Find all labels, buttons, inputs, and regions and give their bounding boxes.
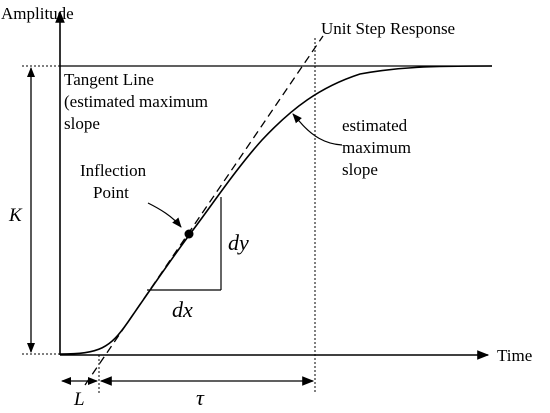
tangent-line-label-line-2: (estimated maximum — [64, 92, 208, 111]
estimated-slope-label: estimated maximum slope — [342, 116, 415, 179]
y-axis-label: Amplitude — [1, 4, 74, 23]
dy-label: dy — [228, 230, 249, 255]
dx-label: dx — [172, 297, 193, 322]
estimated-slope-leader — [292, 113, 343, 146]
tangent-line-label-line-1: Tangent Line — [64, 70, 154, 89]
delay-label: L — [73, 389, 85, 410]
inflection-point-label: Inflection Point — [80, 161, 150, 202]
tangent-line-label-line-3: slope — [64, 114, 100, 133]
estimated-slope-label-line-2: maximum — [342, 138, 411, 157]
tangent-line — [84, 35, 324, 386]
inflection-point-label-line-2: Point — [93, 183, 129, 202]
inflection-point-leader — [147, 202, 182, 228]
estimated-slope-label-line-3: slope — [342, 160, 378, 179]
x-axis-label: Time — [497, 346, 532, 365]
estimated-slope-label-line-1: estimated — [342, 116, 408, 135]
step-response-curve — [59, 65, 493, 355]
inflection-point-marker — [184, 229, 194, 239]
inflection-point-label-line-1: Inflection — [80, 161, 147, 180]
tangent-line-label: Tangent Line (estimated maximum slope — [64, 70, 212, 133]
gain-label: K — [8, 205, 23, 226]
time-constant-label: τ — [196, 385, 205, 410]
unit-step-response-label: Unit Step Response — [321, 19, 455, 38]
